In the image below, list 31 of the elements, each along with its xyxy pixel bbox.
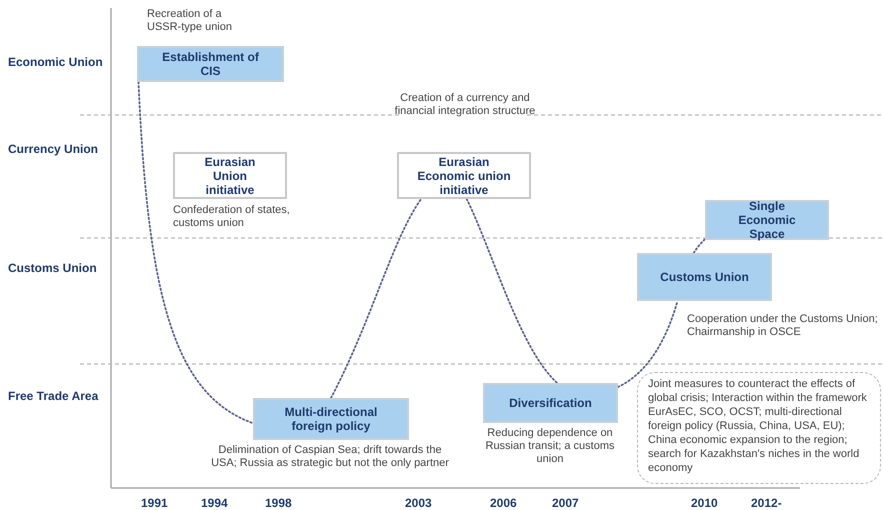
connector-line — [138, 81, 254, 424]
level-label: Currency Union — [8, 142, 98, 156]
year-label: 2012- — [751, 496, 782, 510]
year-label: 2006 — [490, 496, 517, 510]
annotation-text: Delimination of Caspian Sea; drift towards the USA; Russia as strategic but not the only partner — [210, 444, 450, 470]
year-label: 2010 — [691, 496, 718, 510]
annotation-text: Recreation of a USSR-type union — [147, 8, 233, 34]
milestone-box: Diversification — [483, 383, 618, 423]
annotation-text: Reducing dependence on Russian transit; a customs union — [484, 427, 616, 466]
milestone-box: Multi-directional foreign policy — [253, 398, 409, 440]
milestone-box: Customs Union — [637, 253, 772, 301]
annotation-text: Confederation of states, customs union — [173, 204, 291, 230]
year-label: 1998 — [265, 496, 292, 510]
connector-line — [466, 198, 558, 384]
milestone-box: Establishment of CIS — [137, 46, 284, 82]
connector-line — [692, 237, 708, 254]
milestone-box: Single Economic Space — [705, 200, 829, 240]
initiative-box: Eurasian Economic union initiative — [397, 152, 531, 199]
level-label: Customs Union — [8, 261, 97, 275]
level-label: Economic Union — [8, 55, 103, 69]
year-label: 2003 — [405, 496, 432, 510]
year-label: 1991 — [141, 496, 168, 510]
year-label: 2007 — [552, 496, 579, 510]
annotation-text: Creation of a currency and financial integration structure — [394, 92, 536, 118]
connector-line — [330, 198, 422, 399]
note-callout: Joint measures to counteract the effects of global crisis; Interaction within the framework EurAsEC, SCO, OCST; multi-directional foreign policy (Russia, China, USA, EU); China economic expansion to the region; search for Kazakhstan's niches in the world economy — [637, 372, 881, 484]
initiative-box: Eurasian Union initiative — [173, 152, 287, 199]
year-label: 1994 — [201, 496, 228, 510]
level-label: Free Trade Area — [8, 389, 98, 403]
connector-line — [617, 300, 678, 388]
annotation-text: Cooperation under the Customs Union; Chairmanship in OSCE — [687, 313, 879, 339]
